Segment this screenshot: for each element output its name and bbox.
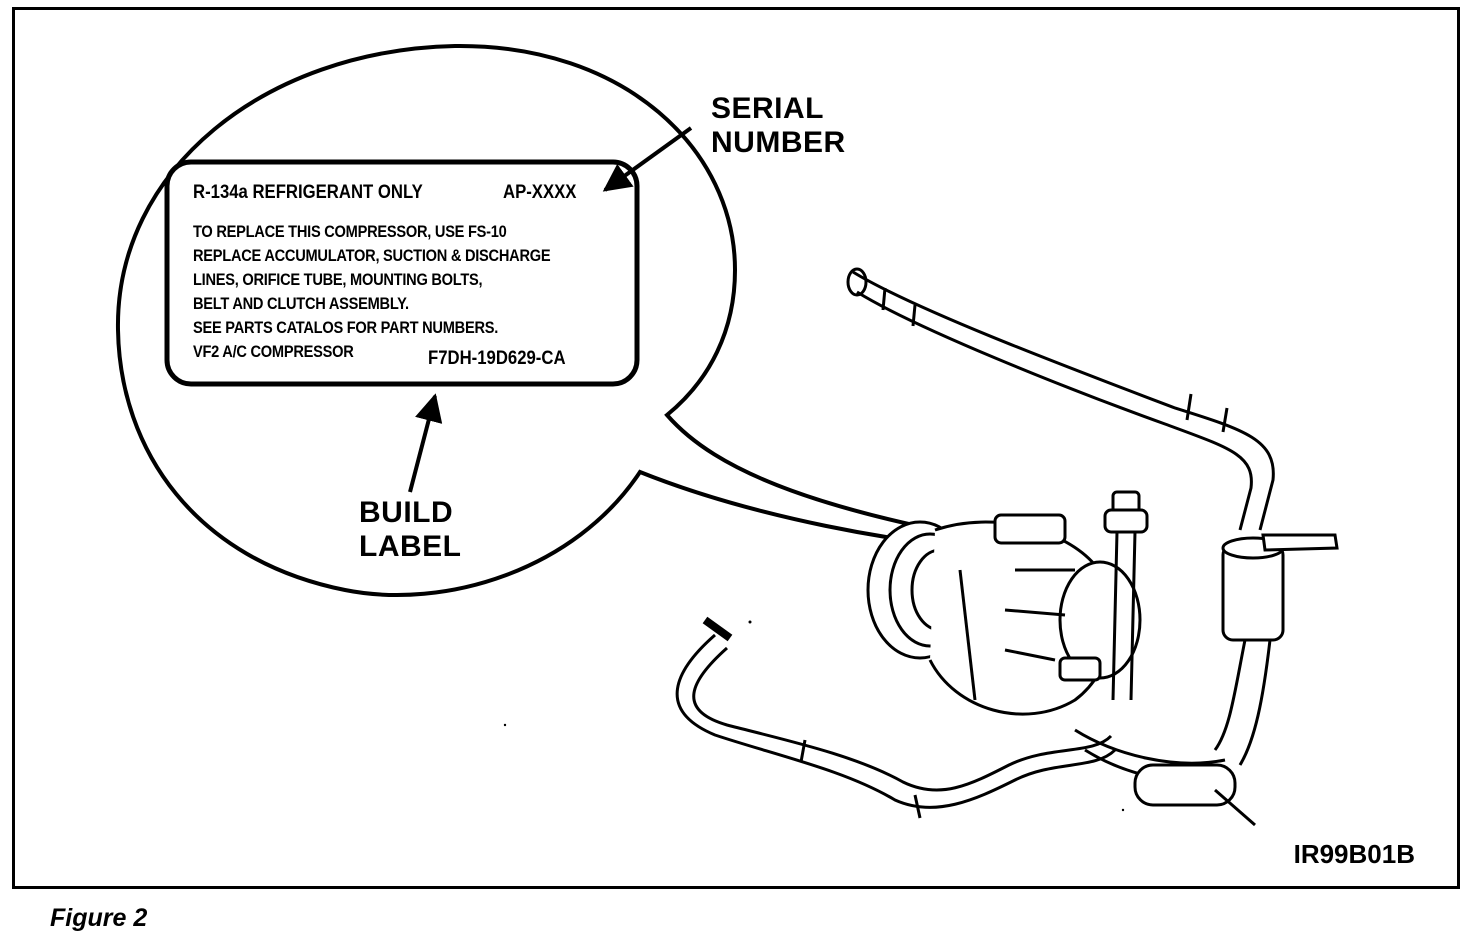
figure-caption: Figure 2 (50, 904, 148, 932)
serial-number-callout: SERIAL NUMBER (711, 92, 846, 160)
compressor (866, 513, 1142, 716)
build-label-plate (164, 159, 640, 387)
accumulator (1213, 533, 1339, 766)
plate-line-1: TO REPLACE THIS COMPRESSOR, USE FS-10 (193, 222, 507, 241)
refrigerant-line: R-134a REFRIGERANT ONLY (193, 182, 423, 203)
build-label-callout-line-1: BUILD (359, 496, 454, 529)
compressor-illustration (115, 43, 1339, 827)
suction-hose (846, 267, 1275, 531)
serial-number-callout-line-2: NUMBER (711, 126, 846, 159)
discharge-hose (1074, 728, 1256, 827)
serial-number-callout-line-1: SERIAL (711, 92, 825, 125)
plate-line-3: LINES, ORIFICE TUBE, MOUNTING BOLTS, (193, 270, 483, 289)
build-label-callout-line-2: LABEL (359, 530, 462, 563)
serial-code: AP-XXXX (503, 182, 577, 203)
plate-line-2: REPLACE ACCUMULATOR, SUCTION & DISCHARGE (193, 246, 551, 265)
pressure-fitting (1103, 490, 1149, 701)
plate-line-5: SEE PARTS CATALOS FOR PART NUMBERS. (193, 318, 499, 337)
build-label-arrow (408, 393, 443, 493)
plate-line-4: BELT AND CLUTCH ASSEMBLY. (193, 294, 409, 313)
scan-specks (503, 620, 1125, 812)
build-label-callout: BUILD LABEL (359, 496, 462, 564)
figure-code: IR99B01B (1293, 839, 1415, 869)
plate-line-6: VF2 A/C COMPRESSOR (193, 342, 354, 361)
serial-number-arrow (602, 126, 693, 192)
part-number: F7DH-19D629-CA (428, 348, 566, 369)
liquid-line (675, 616, 1117, 819)
figure-frame: R-134a REFRIGERANT ONLY AP-XXXX TO REPLA… (12, 7, 1460, 889)
